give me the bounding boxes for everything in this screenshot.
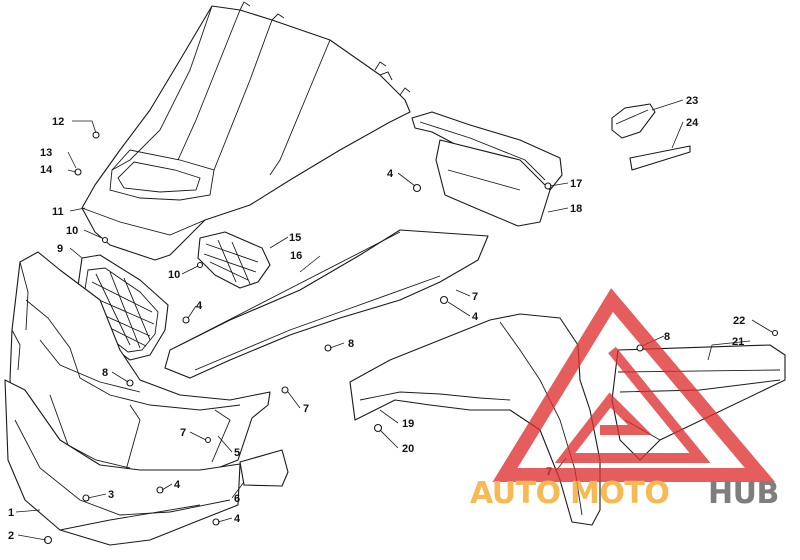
watermark-triangle-logo <box>492 288 776 482</box>
callout-3: 3 <box>108 489 114 501</box>
callout-8-box: 8 <box>664 331 670 343</box>
badge <box>611 103 691 171</box>
callout-4-skid-b: 4 <box>234 513 241 525</box>
callout-4-grille: 4 <box>196 300 203 312</box>
callout-18: 18 <box>570 203 582 215</box>
callout-9: 9 <box>57 243 63 255</box>
callout-20: 20 <box>402 443 414 455</box>
callout-12: 12 <box>52 116 64 128</box>
watermark-auto: AUTO <box>470 476 561 511</box>
callout-8-bumper: 8 <box>102 367 108 379</box>
callout-10-upper: 10 <box>66 225 78 237</box>
callout-13: 13 <box>40 147 52 159</box>
callout-15: 15 <box>289 232 301 244</box>
hood-upper-cover <box>81 1 411 261</box>
hardware <box>43 131 779 545</box>
callout-4-rail: 4 <box>387 168 394 180</box>
callout-7-side: 7 <box>472 291 478 303</box>
callout-7-inner: 7 <box>180 427 186 439</box>
callout-1: 1 <box>8 507 14 519</box>
watermark: AUTO MOTO HUB <box>470 288 779 511</box>
side-panel <box>164 229 489 379</box>
callout-16: 16 <box>290 250 302 262</box>
fender <box>349 313 601 526</box>
callout-5: 5 <box>234 447 240 459</box>
callout-6: 6 <box>234 493 240 505</box>
callout-11: 11 <box>52 206 64 218</box>
small-plate <box>239 449 289 487</box>
callout-21: 21 <box>732 336 744 348</box>
callout-4-side: 4 <box>472 311 479 323</box>
callout-7-bumper: 7 <box>303 403 309 415</box>
callout-22: 22 <box>733 315 745 327</box>
callout-10-lower: 10 <box>168 269 180 281</box>
small-grille <box>197 231 271 289</box>
callout-24: 24 <box>686 117 699 129</box>
callout-8-panel: 8 <box>348 338 354 350</box>
watermark-moto: MOTO <box>570 476 669 511</box>
callout-4-skid-a: 4 <box>174 479 181 491</box>
callout-2: 2 <box>8 530 14 542</box>
rail-bracket <box>411 111 563 227</box>
watermark-hub: HUB <box>708 476 779 511</box>
callout-14: 14 <box>40 164 53 176</box>
callout-23: 23 <box>686 95 698 107</box>
callout-labels: 12 13 14 11 10 9 10 15 16 4 17 18 23 24 … <box>8 95 745 542</box>
callout-19: 19 <box>402 418 414 430</box>
callout-17: 17 <box>570 178 582 190</box>
